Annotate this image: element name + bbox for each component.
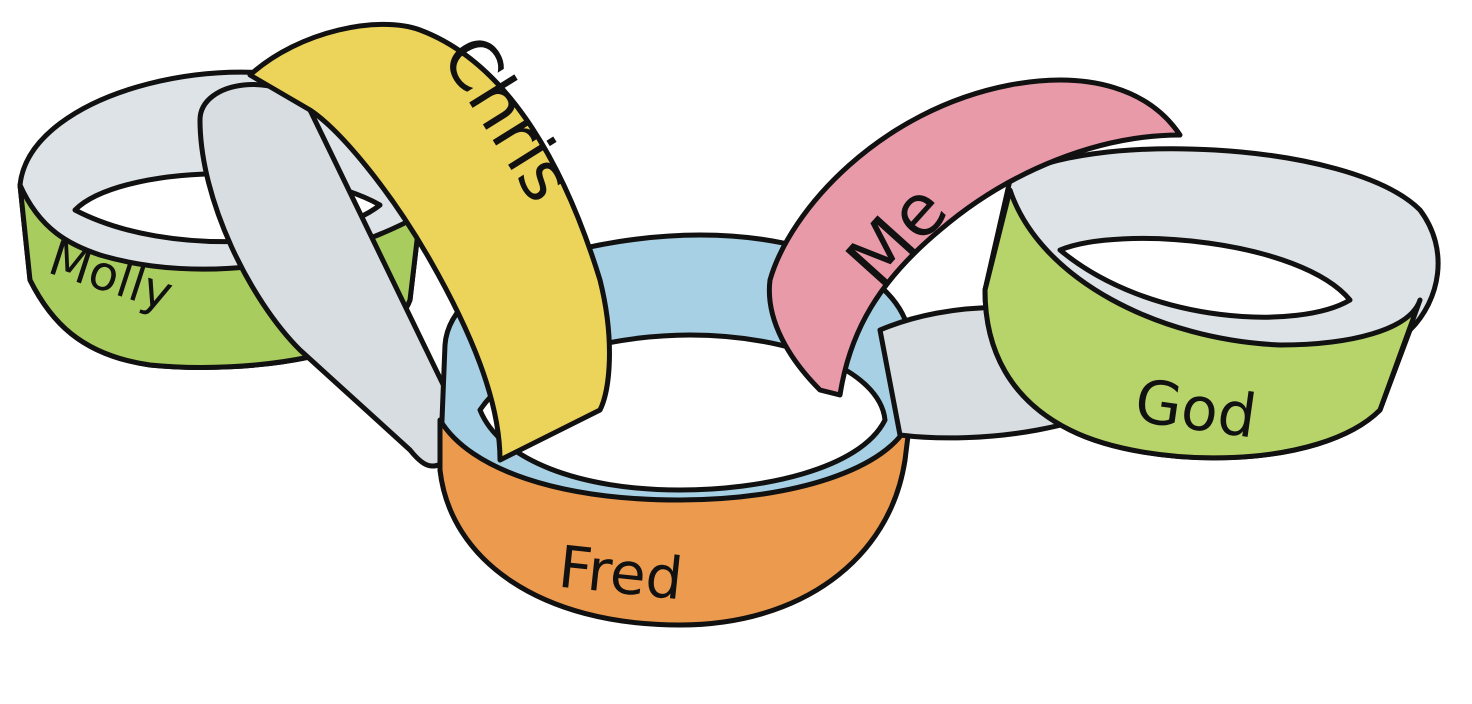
link-chris xyxy=(247,21,612,463)
link-god xyxy=(982,146,1441,461)
link-grey-back-left xyxy=(197,82,473,469)
link-me xyxy=(766,77,1183,398)
label-god: God xyxy=(1131,366,1261,452)
label-fred: Fred xyxy=(555,533,686,614)
